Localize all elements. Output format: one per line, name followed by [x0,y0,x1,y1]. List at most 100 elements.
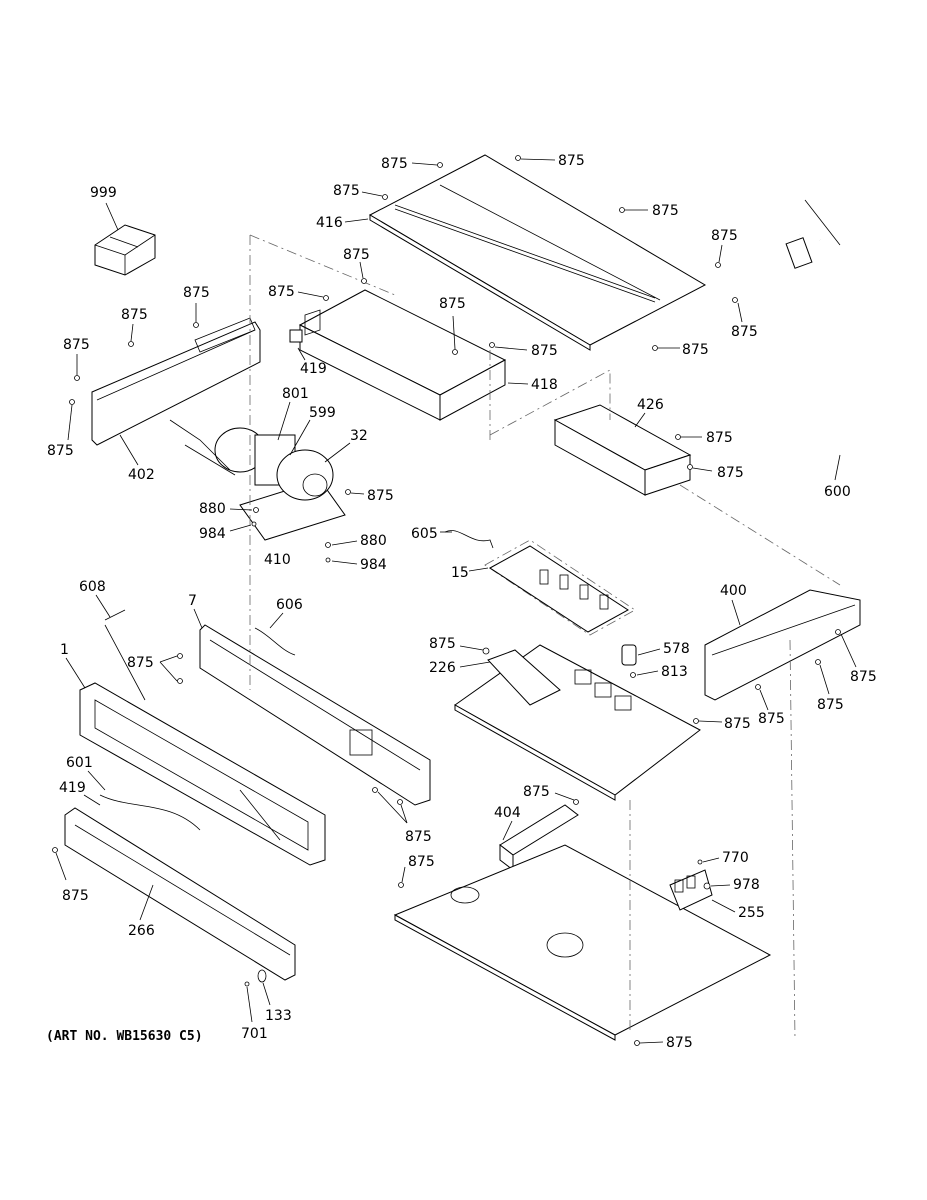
label-875: 875 [367,488,394,504]
terminal-block-255 [669,869,713,911]
screw-875 [815,659,821,665]
label-875: 875 [343,247,370,263]
label-813: 813 [661,664,688,680]
label-875: 875 [63,337,90,353]
label-875: 875 [47,443,74,459]
glass-panel-1 [79,682,326,866]
screw-875 [715,262,721,268]
capacitor-578 [621,644,637,666]
label-15: 15 [451,565,469,581]
label-875: 875 [62,888,89,904]
label-32: 32 [350,428,368,444]
bracket-426 [553,404,692,496]
label-599: 599 [309,405,336,421]
duct-404 [499,804,579,872]
screw-880 [325,542,331,548]
label-801: 801 [282,386,309,402]
screw-875 [652,345,658,351]
label-419: 419 [59,780,86,796]
screw-875 [177,653,183,659]
label-875: 875 [711,228,738,244]
screw-875 [693,718,699,724]
screw-875 [52,847,58,853]
screw-875 [372,787,378,793]
washer-978 [703,882,711,890]
label-875: 875 [717,465,744,481]
grommet-133 [257,969,267,983]
control-board-15 [484,539,636,636]
screw-875 [398,882,404,888]
label-875: 875 [127,655,154,671]
blower-assembly-32 [169,419,346,541]
screw-875 [361,278,367,284]
label-875: 875 [439,296,466,312]
screw-875 [69,399,75,405]
art-number-caption: (ART NO. WB15630 C5) [46,1029,203,1044]
screw-875 [382,194,388,200]
label-875: 875 [724,716,751,732]
screw-875 [634,1040,640,1046]
label-978: 978 [733,877,760,893]
label-701: 701 [241,1026,268,1042]
label-419: 419 [300,361,327,377]
side-panel-402 [91,317,261,446]
screw-875 [835,629,841,635]
bracket-419-top [289,329,303,343]
label-601: 601 [66,755,93,771]
screw-875 [732,297,738,303]
screw-875 [193,322,199,328]
inner-panel-226 [454,644,701,801]
screw-875 [437,162,443,168]
side-panel-400 [704,589,861,701]
label-410: 410 [264,552,291,568]
screw-875 [675,434,681,440]
label-875: 875 [121,307,148,323]
label-875: 875 [666,1035,693,1051]
screw-875 [452,349,458,355]
harness-605 [444,530,494,549]
screw-984 [251,521,257,527]
harness-608 [104,609,146,701]
screw-984 [325,557,331,563]
label-875: 875 [408,854,435,870]
label-605: 605 [411,526,438,542]
part-999-box [94,224,156,276]
part-labels: 999 416 419 418 402 801 599 32 880 984 4… [59,185,851,1042]
screw-875 [755,684,761,690]
screw-880 [253,507,259,513]
label-984: 984 [199,526,226,542]
screw-875 [489,342,495,348]
screw-875 [128,341,134,347]
screw-875 [397,799,403,805]
label-875: 875 [558,153,585,169]
label-402: 402 [128,467,155,483]
label-875: 875 [405,829,432,845]
label-266: 266 [128,923,155,939]
label-226: 226 [429,660,456,676]
label-875: 875 [429,636,456,652]
label-7: 7 [188,593,197,609]
label-875: 875 [381,156,408,172]
label-770: 770 [722,850,749,866]
label-875: 875 [817,697,844,713]
screw-875 [323,295,329,301]
label-608: 608 [79,579,106,595]
frame-7 [199,624,431,806]
label-999: 999 [90,185,117,201]
shroud-418 [298,289,507,421]
label-875: 875 [531,343,558,359]
label-416: 416 [316,215,343,231]
top-cover-416 [368,154,707,351]
label-875: 875 [758,711,785,727]
label-880: 880 [199,501,226,517]
trim-266 [64,807,296,981]
label-875: 875 [731,324,758,340]
screw-813 [630,672,636,678]
label-875: 875 [268,284,295,300]
screw-875 [515,155,521,161]
label-875: 875 [333,183,360,199]
label-578: 578 [663,641,690,657]
harness-601 [99,794,201,831]
label-600: 600 [824,484,851,500]
